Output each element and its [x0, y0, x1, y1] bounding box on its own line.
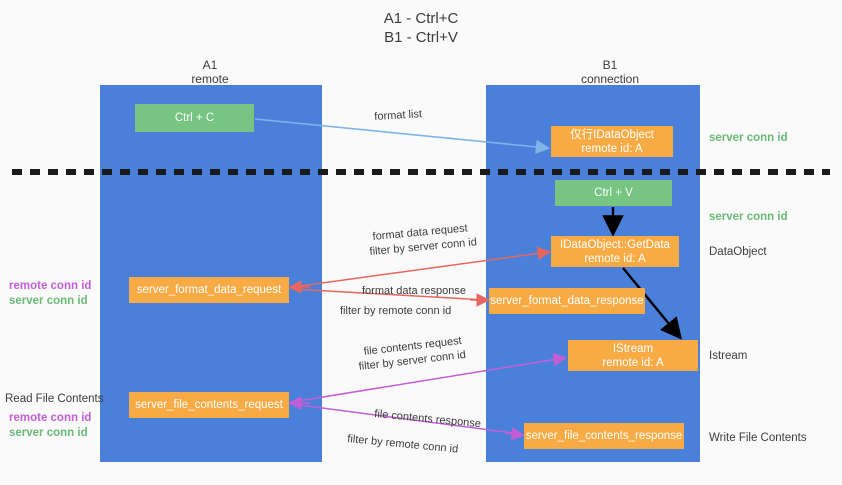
left-label-server-conn-id-1: server conn id	[9, 295, 88, 307]
lane-header-b1: B1 connection	[540, 58, 680, 86]
box-ctrl-c[interactable]: Ctrl + C	[135, 104, 254, 132]
filter-prefix: filter by	[358, 356, 398, 373]
lane-b1-name: B1	[602, 58, 618, 72]
title-line-1: A1 - Ctrl+C	[383, 10, 459, 27]
label-format-data-response-filter: filter by remote conn id	[340, 304, 451, 319]
box-ctrl-v-label: Ctrl + V	[594, 187, 633, 199]
box-getdata-line2: remote id: A	[584, 252, 646, 265]
box-idataobject-getdata[interactable]: IDataObject::GetData remote id: A	[551, 236, 679, 267]
box-ctrl-c-label: Ctrl + C	[174, 112, 215, 124]
page-title: A1 - Ctrl+C B1 - Ctrl+V	[0, 9, 842, 47]
box-server-file-contents-request[interactable]: server_file_contents_request	[129, 392, 289, 418]
right-label-dataobject: DataObject	[709, 246, 767, 258]
filter-prefix: filter by	[369, 242, 409, 258]
label-format-data-response: format data response	[362, 285, 466, 297]
box-getdata-line1: IDataObject::GetData	[560, 238, 670, 251]
title-line-2: B1 - Ctrl+V	[384, 29, 458, 46]
filter-key-remote-conn-id: remote conn id	[378, 305, 452, 317]
box-ctrl-v[interactable]: Ctrl + V	[555, 180, 672, 206]
box-server-format-data-response[interactable]: server_format_data_response	[489, 288, 645, 314]
filter-key-remote-conn-id: remote conn id	[385, 436, 459, 456]
lane-b1-role: connection	[580, 72, 640, 86]
box-idataobject-top[interactable]: 仅行IDataObject remote id: A	[551, 126, 673, 157]
box-server-format-data-request-label: server_format_data_request	[136, 284, 282, 296]
right-label-istream: Istream	[709, 350, 748, 362]
box-istream-line2: remote id: A	[602, 356, 664, 369]
box-server-file-contents-request-label: server_file_contents_request	[135, 399, 283, 411]
lane-a1-role: remote	[191, 72, 229, 86]
box-istream[interactable]: IStream remote id: A	[568, 340, 698, 371]
box-server-format-data-request[interactable]: server_format_data_request	[129, 277, 289, 303]
label-format-list: format list	[374, 108, 423, 123]
box-server-file-contents-response-label: server_file_contents_response	[525, 430, 683, 442]
filter-prefix: filter by	[346, 432, 387, 449]
filter-prefix: filter by	[340, 305, 379, 317]
left-label-remote-conn-id-2: remote conn id	[9, 412, 92, 424]
left-label-server-conn-id-2: server conn id	[9, 427, 88, 439]
right-label-server-conn-id-top: server conn id	[709, 132, 788, 144]
lane-header-a1: A1 remote	[140, 58, 280, 86]
box-server-file-contents-response[interactable]: server_file_contents_response	[524, 423, 684, 449]
box-idataobject-top-line2: remote id: A	[581, 142, 643, 155]
left-label-read-file-contents: Read File Contents	[5, 393, 104, 405]
label-file-contents-response-filter: filter by remote conn id	[347, 432, 459, 458]
box-istream-line1: IStream	[612, 342, 654, 355]
box-idataobject-top-line1: 仅行IDataObject	[570, 128, 654, 141]
box-server-format-data-response-label: server_format_data_response	[490, 295, 644, 307]
right-label-write-file-contents: Write File Contents	[709, 432, 807, 444]
left-label-remote-conn-id-1: remote conn id	[9, 280, 92, 292]
lane-a1-name: A1	[202, 58, 218, 72]
right-label-server-conn-id-second: server conn id	[709, 211, 788, 223]
label-file-contents-response: file contents response	[373, 407, 482, 431]
